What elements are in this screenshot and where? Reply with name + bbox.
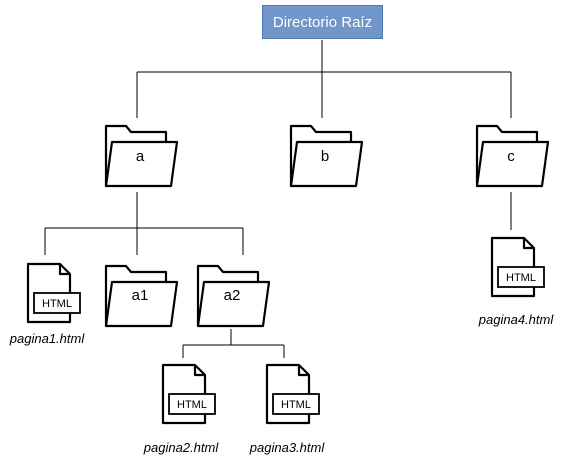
folder-a1[interactable]: a1 [104, 264, 179, 328]
folder-a2[interactable]: a2 [196, 264, 271, 328]
tree-connectors [44, 40, 512, 358]
file-tag: HTML [42, 298, 72, 310]
folder-a-label: a [136, 148, 145, 165]
file-pagina1-caption: pagina1.html [9, 331, 86, 346]
file-pagina4-caption: pagina4.html [478, 312, 555, 327]
folder-a2-label: a2 [224, 287, 241, 304]
file-pagina4[interactable]: HTML pagina4.html [478, 236, 555, 327]
folder-a[interactable]: a [104, 124, 179, 188]
folder-a1-label: a1 [132, 287, 149, 304]
folder-b-label: b [321, 148, 329, 165]
file-tag: HTML [506, 272, 536, 284]
file-pagina3-caption: pagina3.html [249, 440, 326, 455]
folder-c[interactable]: c [475, 124, 550, 188]
folder-c-label: c [507, 148, 515, 165]
file-pagina1[interactable]: HTML pagina1.html [9, 262, 86, 346]
folder-b[interactable]: b [289, 124, 364, 188]
root-directory-node[interactable]: Directorio Raíz [262, 5, 383, 39]
file-pagina2[interactable]: HTML pagina2.html [143, 363, 220, 455]
root-directory-label: Directorio Raíz [272, 13, 373, 31]
file-pagina3[interactable]: HTML pagina3.html [249, 363, 326, 455]
file-tag: HTML [281, 399, 311, 411]
file-pagina2-caption: pagina2.html [143, 440, 220, 455]
file-tag: HTML [177, 399, 207, 411]
